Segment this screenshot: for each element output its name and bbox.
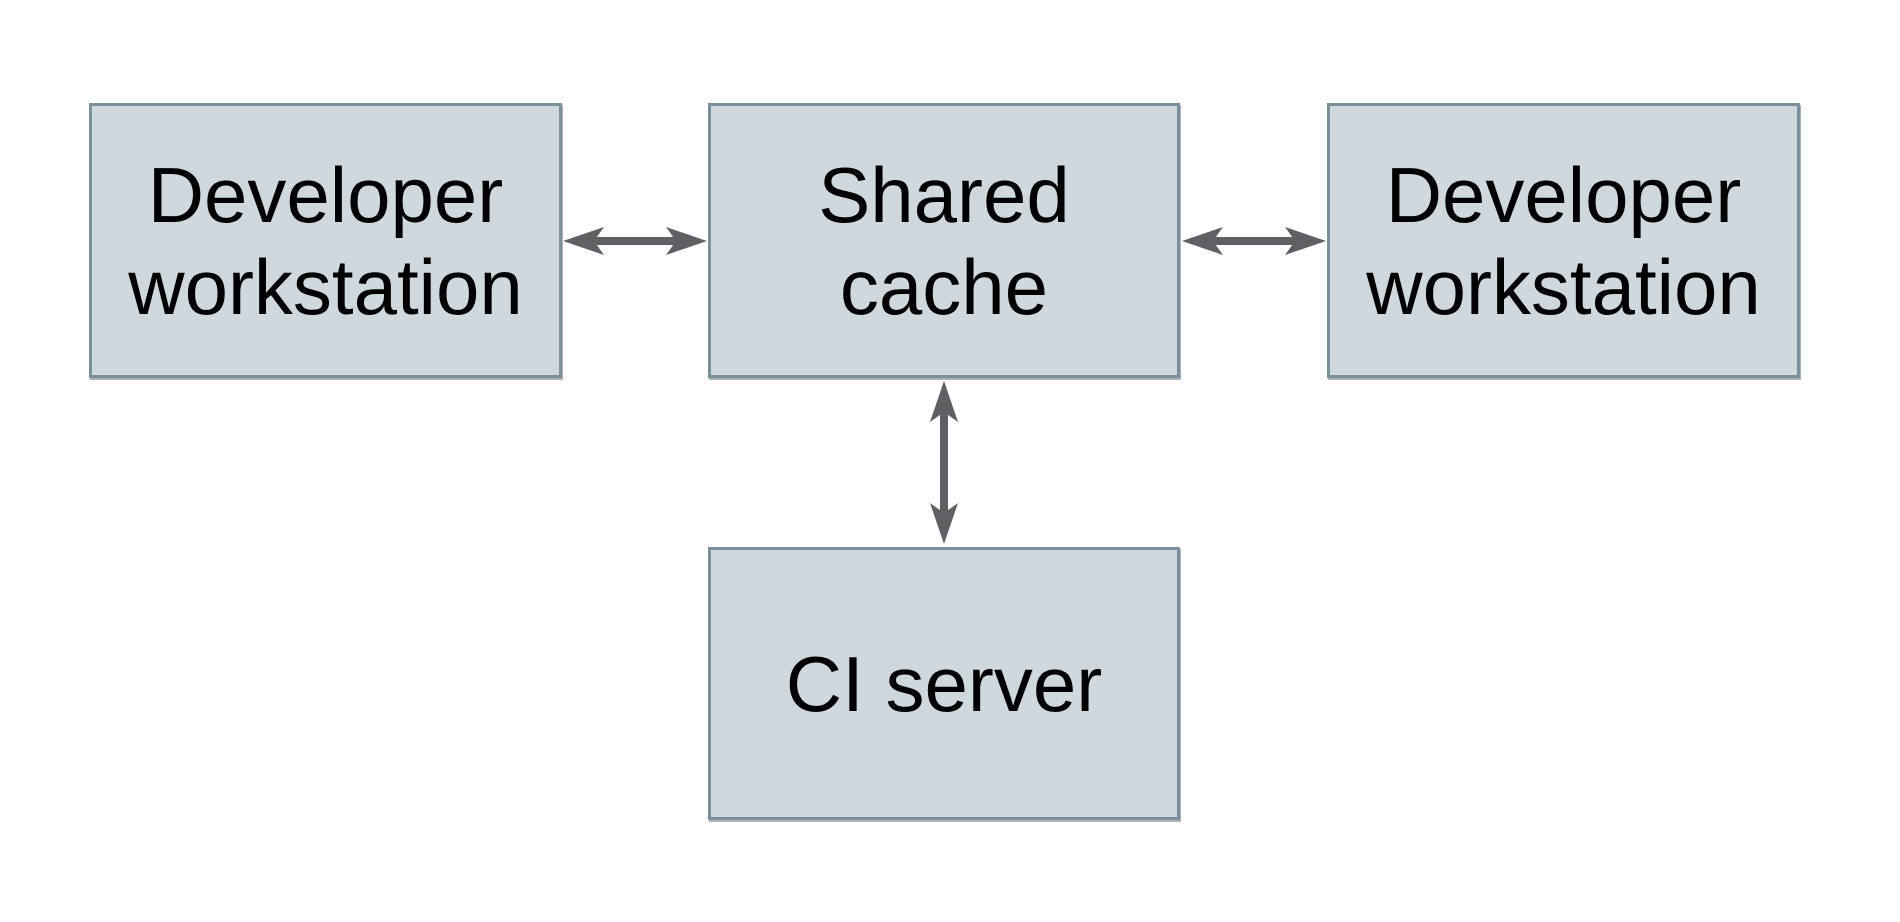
node-developer-workstation-right: Developer workstation <box>1327 103 1800 378</box>
node-ci-server: CI server <box>708 547 1180 820</box>
bidirectional-arrow-cache-to-ci-server <box>930 381 958 544</box>
node-label-developer-workstation-right: Developer workstation <box>1366 150 1761 331</box>
bidirectional-arrow-left-workstation-to-cache <box>563 227 707 255</box>
node-label-ci-server: CI server <box>785 639 1103 728</box>
node-label-developer-workstation-left: Developer workstation <box>128 150 523 331</box>
node-shared-cache: Shared cache <box>708 103 1180 378</box>
node-developer-workstation-left: Developer workstation <box>89 103 562 378</box>
node-label-shared-cache: Shared cache <box>818 150 1070 331</box>
bidirectional-arrow-cache-to-right-workstation <box>1182 227 1326 255</box>
